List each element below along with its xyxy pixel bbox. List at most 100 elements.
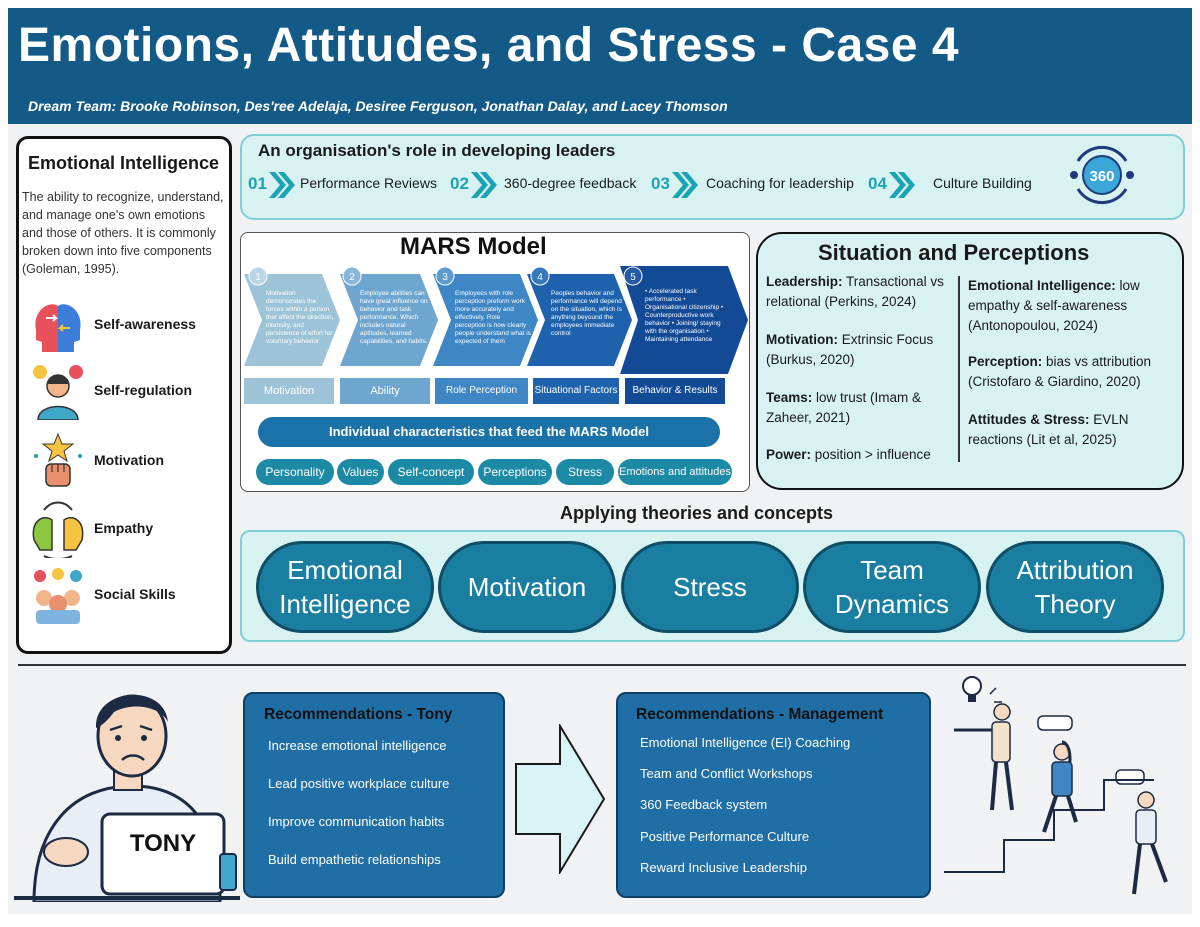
double-chevron-icon [269, 172, 295, 198]
rec-mgmt-item: Reward Inclusive Leadership [640, 860, 807, 875]
situation-text: EVLN reactions (Lit et al, 2025) [968, 412, 1129, 447]
group-chat-icon [34, 568, 82, 624]
rec-mgmt-title: Recommendations - Management [636, 706, 884, 723]
situation-text: low empathy & self-awareness (Antonopoul… [968, 278, 1140, 333]
concept-bubble: Attribution Theory [986, 541, 1164, 633]
situation-text: Transactional vs relational (Perkins, 20… [766, 274, 944, 309]
concept-bubble: Motivation [438, 541, 616, 633]
section-divider [18, 664, 1186, 666]
rec-mgmt-item: Team and Conflict Workshops [640, 766, 813, 781]
360-feedback-icon: 360 [1070, 145, 1134, 205]
mars-step-text: Peoples behavior and performance will de… [551, 290, 622, 337]
double-chevron-icon [471, 172, 497, 198]
situation-item: Leadership: Transactional vs relational … [766, 272, 954, 312]
situation-label: Attitudes & Stress: [968, 412, 1090, 427]
org-step: 04 Culture Building [868, 170, 1048, 200]
page-title: Emotions, Attitudes, and Stress - Case 4 [18, 19, 960, 72]
head-silhouettes-icon [35, 304, 81, 352]
double-chevron-icon [889, 172, 915, 198]
situation-label: Teams: [766, 390, 813, 405]
step-number: 04 [868, 174, 887, 193]
mars-step-text: • Accelerated task performance • Organis… [645, 288, 724, 343]
rec-tony-item: Improve communication habits [268, 814, 445, 829]
ei-item-label: Social Skills [94, 586, 176, 602]
tony-laptop-label: TONY [129, 830, 197, 857]
ei-item-label: Motivation [94, 452, 164, 468]
mars-step-text: Employees with role perception preform w… [455, 290, 531, 345]
situation-divider [958, 276, 960, 462]
person-emotions-icon [33, 365, 83, 420]
rec-tony-item: Lead positive workplace culture [268, 776, 450, 791]
situation-label: Leadership: [766, 274, 843, 289]
situation-title: Situation and Perceptions [818, 240, 1090, 265]
mars-arrows: 1 2 3 4 5 [244, 266, 748, 374]
ei-item-self-awareness: Self-awareness [26, 296, 226, 358]
step-label: 360-degree feedback [504, 175, 637, 191]
lightbulb-icon [962, 676, 1002, 703]
situation-label: Motivation: [766, 332, 838, 347]
mars-step-num: 1 [255, 272, 261, 283]
mars-step-text: Motivation demonstrates the forces withi… [266, 290, 334, 345]
rec-mgmt-item: Emotional Intelligence (EI) Coaching [640, 735, 851, 750]
situation-text: bias vs attribution (Cristofaro & Giardi… [968, 354, 1152, 389]
mars-step-num: 2 [349, 272, 355, 283]
double-chevron-icon [672, 172, 698, 198]
header-banner [8, 8, 1192, 124]
rec-tony-item: Increase emotional intelligence [268, 738, 447, 753]
org-role-title: An organisation's role in developing lea… [258, 141, 616, 160]
org-step: 03 Coaching for leadership [651, 170, 866, 200]
step-label: Coaching for leadership [706, 175, 854, 191]
ei-item-motivation: Motivation [26, 432, 226, 494]
situation-item: Attitudes & Stress: EVLN reactions (Lit … [968, 410, 1178, 450]
step-number: 02 [450, 174, 469, 193]
two-heads-icon [32, 501, 84, 558]
mars-pill: Stress [556, 459, 614, 485]
ei-item-self-regulation: Self-regulation [26, 362, 226, 424]
rec-tony-card [243, 692, 505, 898]
situation-item: Perception: bias vs attribution (Cristof… [968, 352, 1178, 392]
org-step: 02 360-degree feedback [450, 170, 650, 200]
rec-mgmt-item: Positive Performance Culture [640, 829, 810, 844]
ei-title: Emotional Intelligence [28, 153, 220, 173]
situation-label: Perception: [968, 354, 1043, 369]
step-number: 03 [651, 174, 670, 193]
flow-arrow-icon [515, 724, 606, 874]
situation-item: Teams: low trust (Imam & Zaheer, 2021) [766, 388, 954, 428]
mars-tag: Behavior & Results [625, 378, 725, 404]
concept-bubble: Team Dynamics [803, 541, 981, 633]
speech-bubble-icon [1115, 769, 1145, 785]
concept-bubble: Emotional Intelligence [256, 541, 434, 633]
mars-arrow-5 [620, 266, 748, 374]
step-number: 01 [248, 174, 267, 193]
situation-item: Motivation: Extrinsic Focus (Burkus, 202… [766, 330, 954, 370]
situation-label: Power: [766, 447, 812, 462]
ei-description: The ability to recognize, understand, an… [22, 190, 224, 276]
ei-item-label: Self-awareness [94, 316, 196, 332]
mars-pill: Personality [256, 459, 334, 485]
org-role-panel [240, 134, 1185, 220]
applying-title: Applying theories and concepts [560, 503, 834, 523]
mars-arrow-1 [244, 274, 340, 366]
step-label: Culture Building [933, 175, 1032, 191]
mars-characteristics-bar: Individual characteristics that feed the… [258, 417, 720, 447]
mars-arrow-4 [527, 274, 632, 366]
concept-bubble: Stress [621, 541, 799, 633]
mars-step-num: 4 [537, 272, 543, 283]
ei-item-label: Empathy [94, 520, 154, 536]
rec-tony-title: Recommendations - Tony [264, 706, 453, 723]
speech-bubble-icon [1037, 715, 1073, 731]
mars-arrow-3 [433, 274, 538, 366]
situation-item: Power: position > influence [766, 445, 954, 465]
ei-item-label: Self-regulation [94, 382, 193, 398]
ei-item-social-skills: Social Skills [26, 566, 226, 628]
team-stairs-illustration [944, 676, 1168, 895]
360-badge-text: 360 [1089, 168, 1114, 185]
step-label: Performance Reviews [300, 175, 437, 191]
mars-tag: Ability [340, 378, 430, 404]
mars-pill: Perceptions [478, 459, 552, 485]
situation-item: Emotional Intelligence: low empathy & se… [968, 276, 1178, 336]
mars-step-text: Employee abilities can have great influe… [360, 290, 428, 345]
situation-text: low trust (Imam & Zaheer, 2021) [766, 390, 922, 425]
situation-text: position > influence [811, 447, 931, 462]
mars-pill: Values [337, 459, 384, 485]
